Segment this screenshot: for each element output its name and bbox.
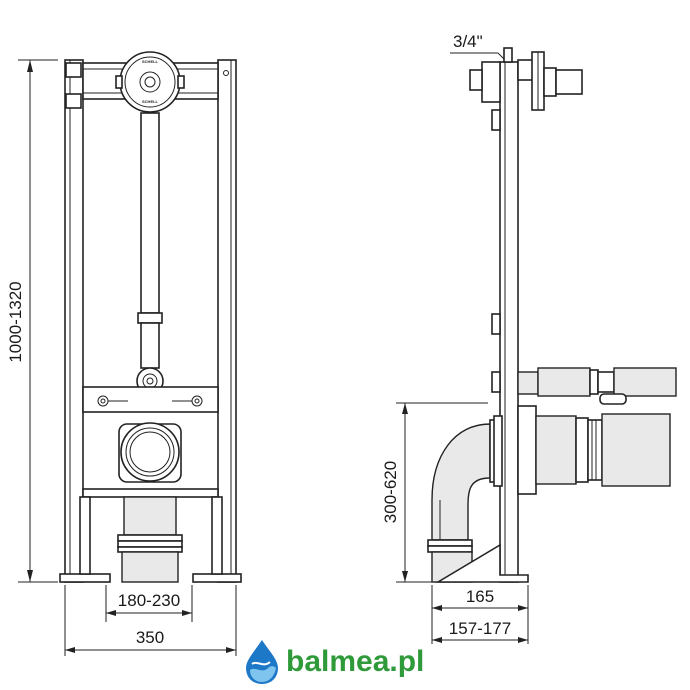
- svg-text:SCHELL: SCHELL: [142, 59, 159, 64]
- pipe-spacing-label: 180-230: [118, 591, 180, 610]
- dimension-height: [18, 59, 58, 583]
- right-foot: [192, 573, 242, 583]
- label-tag-bottom: [65, 93, 82, 109]
- drain-pipe: [123, 496, 177, 536]
- logo-text: balmea.pl: [286, 645, 424, 678]
- left-foot: [59, 573, 111, 583]
- side-drain-pipe: [517, 405, 671, 495]
- balmea-logo: balmea.pl: [246, 640, 424, 684]
- dimension-outlet-height: [396, 402, 488, 583]
- height-range-label: 1000-1320: [6, 281, 25, 362]
- side-flush-pipe: [517, 367, 677, 405]
- wall-distance-label: 165: [466, 587, 494, 606]
- front-view: 1000-1320 SCHELL SCHELL: [6, 51, 242, 656]
- drain-outlet: [118, 422, 182, 483]
- connection-size-label: 3/4": [453, 32, 483, 51]
- side-base: [435, 543, 529, 583]
- frame-width-label: 350: [136, 628, 164, 647]
- dimension-wall-distance: [431, 585, 529, 644]
- dimension-wall-distance-range: [432, 637, 528, 643]
- side-upright: [499, 61, 519, 583]
- flush-pipe: [140, 112, 160, 314]
- water-drop-icon: [246, 640, 278, 684]
- svg-text:SCHELL: SCHELL: [142, 99, 159, 104]
- label-tag-top: [65, 62, 82, 78]
- outlet-height-label: 300-620: [381, 461, 400, 523]
- side-view: 3/4": [381, 32, 677, 644]
- dimension-pipe-spacing: [105, 585, 193, 622]
- side-valve: [469, 47, 583, 111]
- wall-distance-range-label: 157-177: [449, 619, 511, 638]
- inlet-valve: SCHELL SCHELL: [115, 51, 185, 113]
- dimension-frame-width: [64, 585, 237, 656]
